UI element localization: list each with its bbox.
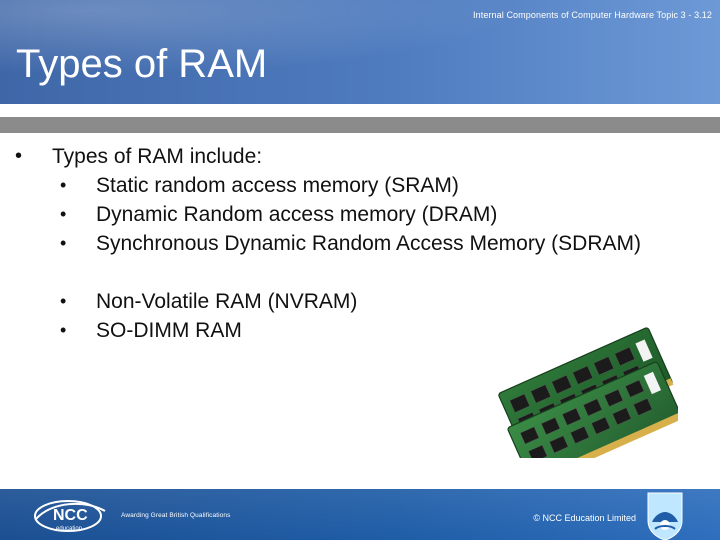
crest-icon <box>647 492 683 540</box>
ram-type-item: • Dynamic Random access memory (DRAM) <box>0 200 720 229</box>
footer-sheen <box>0 489 720 540</box>
ram-type-text: Static random access memory (SRAM) <box>96 174 459 197</box>
course-topic-label: Internal Components of Computer Hardware… <box>473 10 712 20</box>
ram-type-text: SO-DIMM RAM <box>96 319 242 342</box>
ram-modules-image <box>498 327 678 458</box>
logo-text: NCC <box>53 507 88 524</box>
bullet-icon: • <box>60 320 67 340</box>
bullet-icon: • <box>60 175 67 195</box>
bullet-icon: • <box>60 233 67 253</box>
logo-subtext: education <box>56 526 82 532</box>
footer-tagline: Awarding Great British Qualifications <box>121 512 231 519</box>
copyright-text: © NCC Education Limited <box>533 513 636 523</box>
slide-footer: NCC education Awarding Great British Qua… <box>0 489 720 540</box>
ram-type-text: Dynamic Random access memory (DRAM) <box>96 203 498 226</box>
header-sheen <box>0 0 720 104</box>
bullet-icon: • <box>60 204 67 224</box>
ncc-education-logo: NCC education <box>34 500 106 532</box>
divider-bar <box>0 117 720 133</box>
slide-content: • Types of RAM include: • Static random … <box>0 139 720 379</box>
ram-type-item: • Synchronous Dynamic Random Access Memo… <box>0 229 720 287</box>
main-bullet-text: Types of RAM include: <box>52 145 263 168</box>
ram-types-list: • Static random access memory (SRAM) • D… <box>0 171 720 345</box>
ram-type-text: Non-Volatile RAM (NVRAM) <box>96 290 358 313</box>
slide-title: Types of RAM <box>16 42 268 86</box>
ram-type-item: • Static random access memory (SRAM) <box>0 171 720 200</box>
ram-type-item: • SO-DIMM RAM <box>0 316 720 345</box>
bullet-icon: • <box>15 145 23 167</box>
ram-type-text: Synchronous Dynamic Random Access Memory… <box>96 232 641 255</box>
slide-header: Internal Components of Computer Hardware… <box>0 0 720 104</box>
bullet-icon: • <box>60 291 67 311</box>
ram-type-item: • Non-Volatile RAM (NVRAM) <box>0 287 720 316</box>
